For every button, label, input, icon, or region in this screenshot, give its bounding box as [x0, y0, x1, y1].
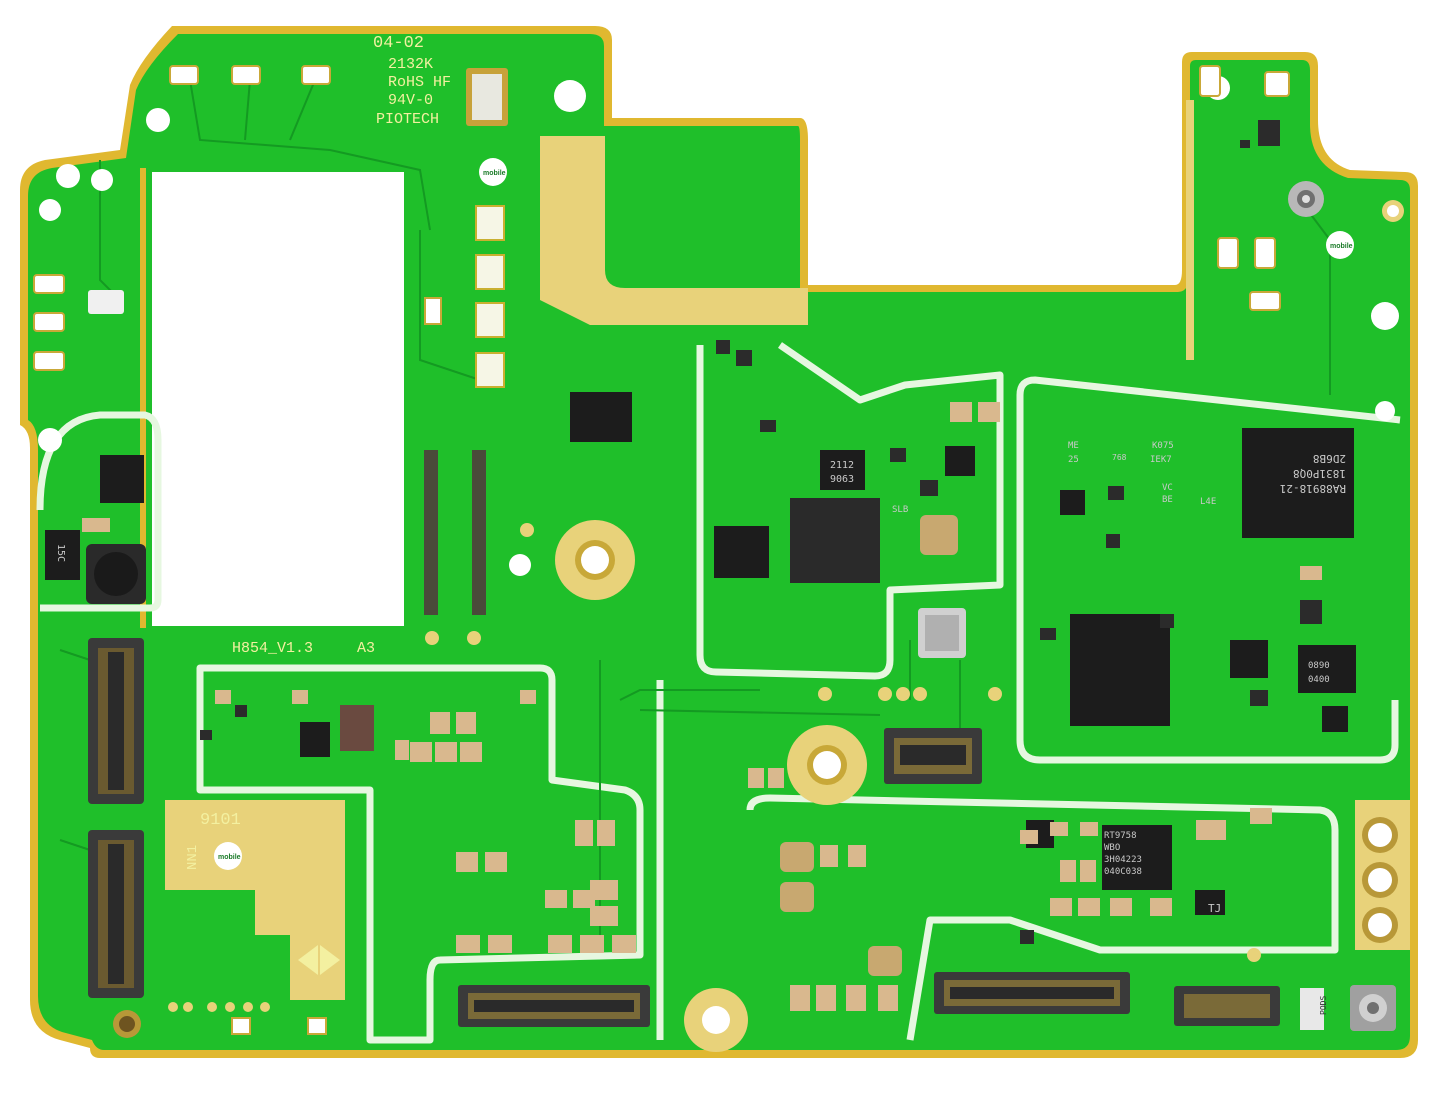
- mark-tj: TJ: [1208, 902, 1221, 915]
- mobile-logo-2: mobile: [1326, 231, 1354, 259]
- connector-bottom-3: [1174, 986, 1280, 1026]
- mobile-logo-1: mobile: [479, 158, 507, 186]
- mobile-logo-3: mobile: [214, 842, 242, 870]
- svg-text:mobile: mobile: [218, 854, 241, 861]
- pad-rows: [424, 450, 486, 615]
- silk-maker: PIOTECH: [376, 111, 439, 128]
- mark-me: ME: [1068, 441, 1079, 451]
- cpu-label-2: 1831P0Q8: [1293, 467, 1346, 480]
- capacitors: [82, 402, 1322, 1011]
- mark-0890: 0890: [1308, 661, 1330, 671]
- pmic-label-1: RT9758: [1104, 831, 1137, 841]
- svg-text:mobile: mobile: [1330, 243, 1353, 250]
- pmic-label-3: 3H04223: [1104, 855, 1142, 865]
- gold-plate-bottom-left: [165, 800, 345, 1000]
- silk-rohs: RoHS HF: [388, 74, 451, 91]
- mark-slb: SLB: [892, 505, 908, 515]
- connector-center: [884, 728, 982, 784]
- antenna-connectors: [1288, 181, 1396, 1031]
- pmic-label-2: WBO: [1104, 843, 1120, 853]
- connector-bottom-1: [458, 985, 650, 1027]
- round-caps: [780, 515, 958, 976]
- shield-outlines: [36, 342, 1401, 1044]
- cpu-chip: [1242, 428, 1354, 538]
- silk-model: H854_V1.3: [232, 640, 313, 657]
- silk-part-mark: NN1: [185, 845, 201, 870]
- mark-25: 25: [1068, 455, 1079, 465]
- small-rf-parts: [33, 65, 1290, 1035]
- cpu-label-1: RA88918-21: [1280, 482, 1346, 495]
- orientation-arrow: [298, 945, 318, 975]
- test-pads: [168, 523, 1261, 1012]
- board-cutout: [152, 172, 404, 626]
- small-smds: [200, 120, 1322, 944]
- leds: [475, 205, 505, 388]
- silk-batch: 2132K: [388, 56, 433, 73]
- chips: [45, 68, 1356, 1030]
- cpu-label-3: 2D6B8: [1313, 452, 1346, 465]
- mark-k075: K075: [1152, 441, 1174, 451]
- chip-2112-line1: 2112: [830, 460, 854, 471]
- b2b-connector-left-top: [88, 638, 144, 804]
- b2b-connector-left-bottom: [88, 830, 144, 998]
- svg-text:mobile: mobile: [483, 170, 506, 177]
- mark-iek7: IEK7: [1150, 455, 1172, 465]
- silk-flammability: 94V-0: [388, 92, 433, 109]
- gold-plate-top: [540, 136, 808, 325]
- mark-l4e: L4E: [1200, 497, 1216, 507]
- pmic-label-4: 040C038: [1104, 867, 1142, 877]
- chip-2112-line2: 9063: [830, 474, 854, 485]
- mark-15c: 15C: [55, 544, 66, 562]
- mark-pods: PODS: [1319, 996, 1328, 1015]
- mark-0400: 0400: [1308, 675, 1330, 685]
- gold-plate-right-strip: [1186, 100, 1194, 360]
- mark-768: 768: [1112, 453, 1127, 462]
- orientation-arrow-2: [320, 945, 340, 975]
- silk-date-code: 04-02: [373, 34, 424, 53]
- silk-board-no: 9101: [200, 811, 241, 830]
- silk-revision: A3: [357, 640, 375, 657]
- mark-be: BE: [1162, 495, 1173, 505]
- connector-bottom-2: [934, 972, 1130, 1014]
- screw-pads: [113, 520, 1398, 1052]
- mark-vc: VC: [1162, 483, 1173, 493]
